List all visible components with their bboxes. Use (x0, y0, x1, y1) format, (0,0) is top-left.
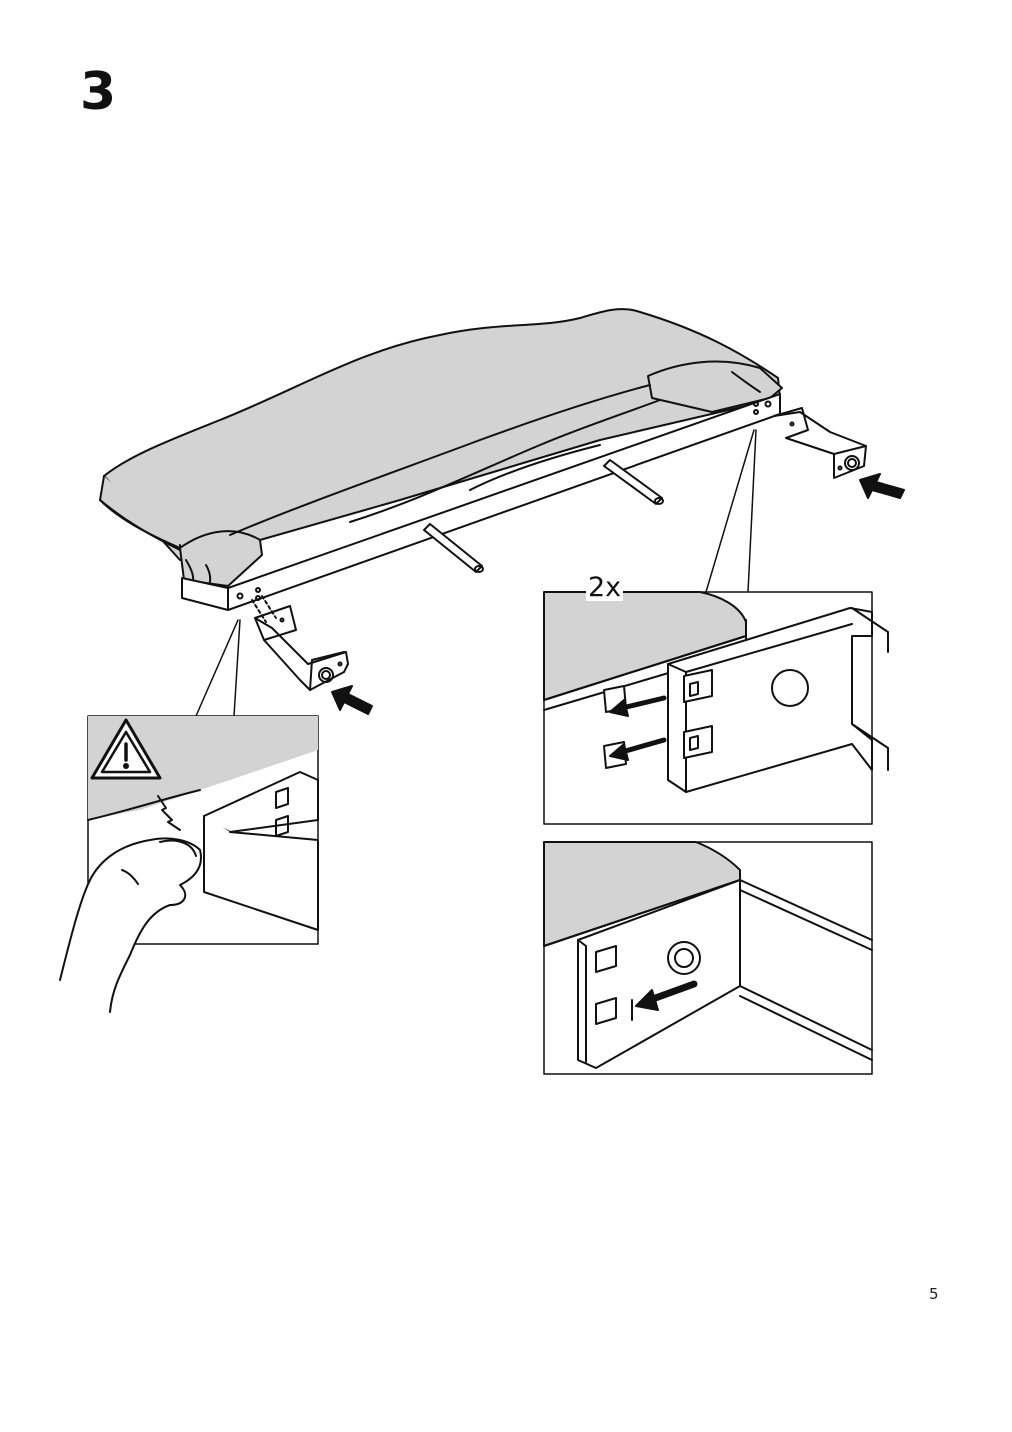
detail-inset-bottom (543, 841, 873, 1075)
detail-inset-top (543, 429, 889, 825)
dowel-rods (423, 459, 664, 573)
right-bracket (773, 407, 867, 479)
warning-detail-inset (59, 619, 319, 1013)
quantity-label: 2x (586, 572, 624, 603)
left-bracket (251, 595, 349, 691)
step-number: 3 (80, 62, 117, 122)
push-arrow-icon (859, 473, 905, 499)
page-number: 5 (929, 1285, 939, 1303)
push-arrow-icon (331, 685, 373, 715)
warning-triangle-icon (90, 718, 162, 780)
seat-cushion (99, 308, 783, 589)
